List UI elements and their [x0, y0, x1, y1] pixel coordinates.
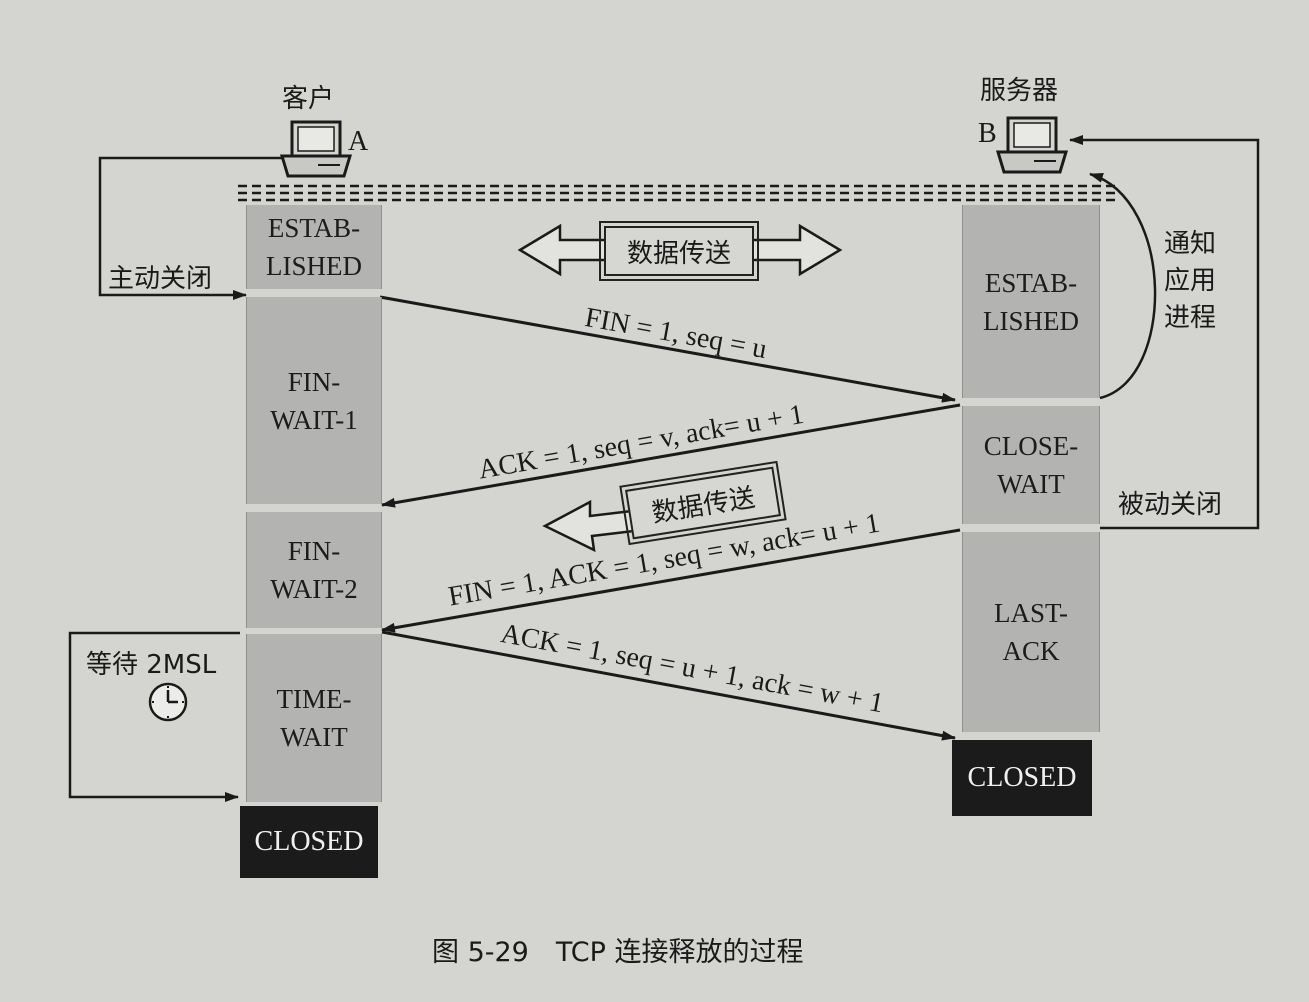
wait-2msl-label: 等待 2MSL: [86, 650, 217, 680]
client-state-established: ESTAB- LISHED: [246, 205, 382, 289]
client-title: 客户: [282, 84, 335, 114]
server-state-closed: CLOSED: [952, 740, 1092, 816]
client-state-fin-wait-1: FIN- WAIT-1: [246, 297, 382, 504]
client-letter: A: [348, 126, 369, 157]
server-state-close-wait: CLOSE- WAIT: [962, 406, 1100, 524]
fin2-arrow: [381, 528, 961, 633]
notify-app-label: 通知 应用 进程: [1164, 229, 1217, 333]
active-close-arrow: [98, 156, 282, 300]
client-state-time-wait: TIME- WAIT: [246, 634, 382, 802]
passive-close-arrow: [1069, 135, 1260, 530]
clock-icon: [148, 682, 188, 722]
ack1-arrow: [381, 403, 961, 508]
client-computer-icon: [279, 120, 353, 178]
server-title: 服务器: [980, 76, 1059, 106]
server-computer-icon: [995, 116, 1069, 174]
server-state-last-ack: LAST- ACK: [962, 532, 1100, 732]
client-state-fin-wait-2: FIN- WAIT-2: [246, 512, 382, 628]
server-state-established: ESTAB- LISHED: [962, 205, 1100, 398]
figure-caption: 图 5-29 TCP 连接释放的过程: [432, 937, 804, 968]
client-state-closed: CLOSED: [240, 806, 378, 878]
connection-dashed-lines: [238, 184, 1120, 202]
fin1-arrow: [379, 295, 956, 403]
ack2-arrow: [381, 630, 956, 741]
active-close-label: 主动关闭: [108, 264, 213, 294]
notify-app-arrow: [1089, 172, 1157, 400]
wait-2msl-arrow: [68, 631, 240, 802]
server-letter: B: [978, 118, 997, 149]
passive-close-label: 被动关闭: [1118, 490, 1223, 520]
data-transfer-box-top: 数据传送: [599, 221, 759, 281]
